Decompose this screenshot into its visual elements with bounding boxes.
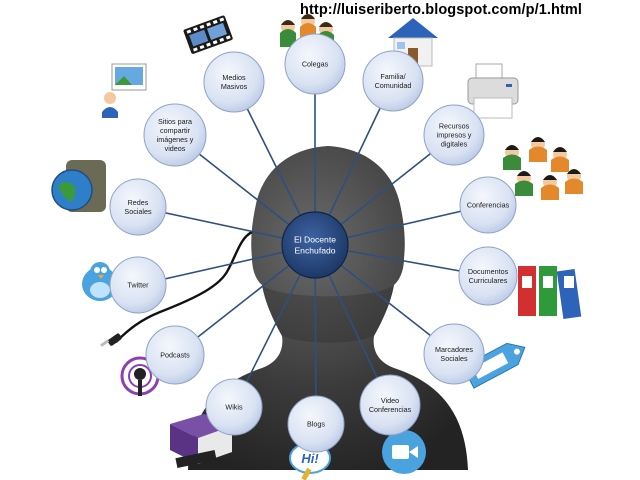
svg-text:Hi!: Hi! bbox=[301, 451, 319, 466]
audio-cable bbox=[100, 230, 253, 347]
photo-share-icon bbox=[102, 63, 147, 118]
film-strip-icon bbox=[183, 15, 233, 54]
node-twitter: Twitter bbox=[109, 256, 167, 314]
node-familia-comunidad: Familia/Comunidad bbox=[362, 50, 424, 112]
video-camera-icon bbox=[382, 430, 426, 474]
node-label-colegas: Colegas bbox=[302, 60, 329, 69]
node-colegas: Colegas bbox=[284, 33, 346, 95]
binders-icon bbox=[518, 266, 582, 320]
bird-icon bbox=[82, 262, 118, 301]
icons: Hi! bbox=[51, 14, 583, 480]
node-label-wikis: Wikis bbox=[225, 403, 243, 412]
node-podcasts: Podcasts bbox=[145, 325, 205, 385]
node-wikis: Wikis bbox=[205, 378, 263, 436]
people-group-icon bbox=[503, 137, 583, 200]
node-blogs: Blogs bbox=[287, 395, 345, 453]
source-url: http://luiseriberto.blogspot.com/p/1.htm… bbox=[300, 2, 583, 18]
node-label-familia-comunidad: Familia/Comunidad bbox=[375, 72, 412, 90]
node-label-blogs: Blogs bbox=[307, 420, 325, 429]
node-label-podcasts: Podcasts bbox=[160, 351, 190, 360]
globe-bag-icon bbox=[51, 160, 106, 212]
node-label-twitter: Twitter bbox=[127, 281, 149, 290]
printer-icon bbox=[467, 63, 519, 119]
node-label-conferencias: Conferencias bbox=[467, 201, 510, 210]
node-conferencias: Conferencias bbox=[459, 176, 517, 234]
tag-icon bbox=[462, 342, 526, 389]
